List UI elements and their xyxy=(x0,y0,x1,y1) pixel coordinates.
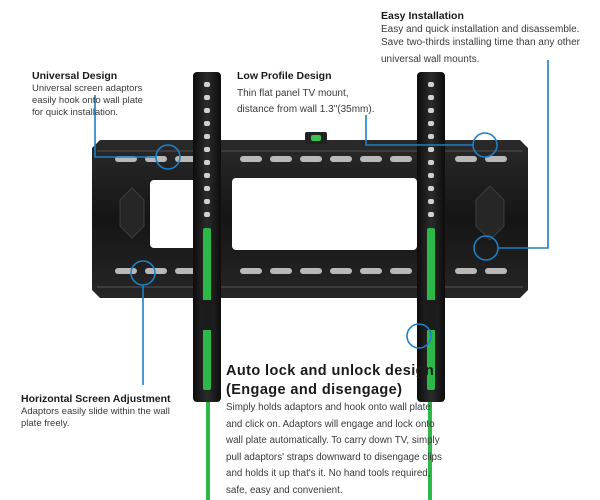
auto-lock-line-3: wall plate automatically. To carry down … xyxy=(226,435,440,446)
right-adaptor-hole-5 xyxy=(428,134,434,139)
plate-window-center xyxy=(232,178,417,250)
feature-universal-design: Universal Design Universal screen adapto… xyxy=(32,70,143,119)
universal-design-title: Universal Design xyxy=(32,70,118,82)
right-adaptor-hole-7 xyxy=(428,160,434,165)
left-adaptor-hole-9 xyxy=(204,186,210,191)
right-adaptor-hole-1 xyxy=(428,82,434,87)
right-adaptor-hole-2 xyxy=(428,95,434,100)
easy-installation-line-2: Save two-thirds installing time than any… xyxy=(381,37,580,48)
universal-design-line-1: Universal screen adaptors xyxy=(32,83,143,94)
callout-circle-autolock xyxy=(406,323,432,349)
right-adaptor-hole-8 xyxy=(428,173,434,178)
callout-line-universal xyxy=(94,95,156,158)
right-adaptor-hole-3 xyxy=(428,108,434,113)
auto-lock-title-line-1: Auto lock and unlock design xyxy=(226,363,435,379)
bottom-slot-10 xyxy=(455,268,477,274)
left-adaptor-hole-6 xyxy=(204,147,210,152)
easy-installation-line-3: universal wall mounts. xyxy=(381,54,480,65)
bottom-slot-1 xyxy=(115,268,137,274)
horizontal-adjustment-line-2: plate freely. xyxy=(21,418,70,429)
feature-auto-lock: Auto lock and unlock design (Engage and … xyxy=(226,362,442,499)
low-profile-line-2: distance from wall 1.3"(35mm). xyxy=(237,104,375,115)
horizontal-adjustment-line-1: Adaptors easily slide within the wall xyxy=(21,406,170,417)
feature-horizontal-adjustment: Horizontal Screen Adjustment Adaptors ea… xyxy=(21,393,171,430)
callout-line-easy xyxy=(498,60,549,249)
bottom-slot-7 xyxy=(330,268,352,274)
bottom-slot-3 xyxy=(175,268,197,274)
right-adaptor-hole-10 xyxy=(428,199,434,204)
right-screen-adaptor xyxy=(417,72,445,402)
top-slot-8 xyxy=(360,156,382,162)
auto-lock-title-line-2: (Engage and disengage) xyxy=(226,382,403,398)
callout-line-lowprofile xyxy=(365,115,473,146)
bottom-slot-4 xyxy=(240,268,262,274)
plate-relief-right xyxy=(475,185,505,241)
auto-lock-line-4: pull adaptors' straps downward to diseng… xyxy=(226,451,442,463)
universal-design-line-2: easily hook onto wall plate xyxy=(32,95,143,106)
top-slot-4 xyxy=(240,156,262,162)
plate-window-left xyxy=(150,180,205,248)
adaptor-holes xyxy=(204,82,434,217)
left-adaptor-hole-11 xyxy=(204,212,210,217)
left-adaptor-hole-4 xyxy=(204,121,210,126)
top-slot-9 xyxy=(390,156,412,162)
easy-installation-line-1: Easy and quick installation and disassem… xyxy=(381,24,580,35)
feature-easy-installation: Easy Installation Easy and quick install… xyxy=(381,10,580,71)
left-adaptor-hole-3 xyxy=(204,108,210,113)
right-adaptor-hole-6 xyxy=(428,147,434,152)
right-adaptor-hole-11 xyxy=(428,212,434,217)
bottom-slot-6 xyxy=(300,268,322,274)
bottom-slot-11 xyxy=(485,268,507,274)
bottom-slot-9 xyxy=(390,268,412,274)
bottom-slot-2 xyxy=(145,268,167,274)
auto-lock-line-1: Simply holds adaptors and hook onto wall… xyxy=(226,402,431,413)
top-slot-5 xyxy=(270,156,292,162)
feature-low-profile-design: Low Profile Design Thin flat panel TV mo… xyxy=(237,70,374,118)
top-slot-11 xyxy=(485,156,507,162)
universal-design-line-3: for quick installation. xyxy=(32,107,119,118)
left-adaptor-hole-1 xyxy=(204,82,210,87)
auto-lock-line-2: and click on. Adaptors will engage and l… xyxy=(226,418,435,430)
plate-relief-left xyxy=(119,187,145,239)
top-slot-6 xyxy=(300,156,322,162)
low-profile-title: Low Profile Design xyxy=(237,70,332,82)
left-adaptor-hole-10 xyxy=(204,199,210,204)
top-slot-7 xyxy=(330,156,352,162)
left-adaptor-hole-2 xyxy=(204,95,210,100)
easy-installation-title: Easy Installation xyxy=(381,10,464,22)
low-profile-line-1: Thin flat panel TV mount, xyxy=(237,88,349,99)
left-adaptor-hole-8 xyxy=(204,173,210,178)
left-screen-adaptor xyxy=(193,72,221,402)
top-slot-10 xyxy=(455,156,477,162)
right-adaptor-hole-4 xyxy=(428,121,434,126)
auto-lock-line-6: safe, easy and convenient. xyxy=(226,484,343,496)
horizontal-adjustment-title: Horizontal Screen Adjustment xyxy=(21,393,171,405)
auto-lock-line-5: and holds it up that's it. No hand tools… xyxy=(226,468,431,479)
bottom-slot-5 xyxy=(270,268,292,274)
left-adaptor-hole-7 xyxy=(204,160,210,165)
bottom-slot-8 xyxy=(360,268,382,274)
left-adaptor-hole-5 xyxy=(204,134,210,139)
right-adaptor-hole-9 xyxy=(428,186,434,191)
